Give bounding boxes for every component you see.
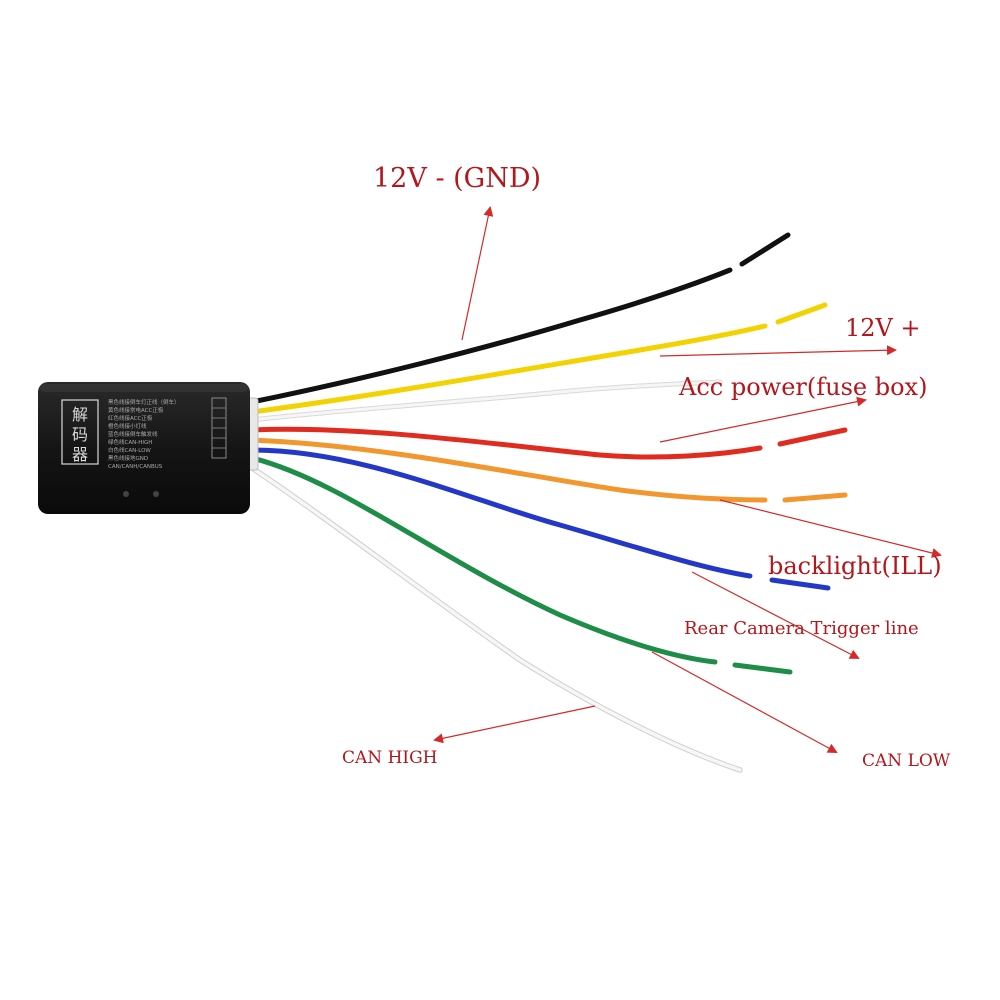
decoder-char-1: 解 [72, 405, 88, 424]
orange-wire-tip [782, 492, 848, 503]
decoder-line: 白色线CAN-LOW [108, 446, 151, 454]
screw-hole [153, 491, 159, 497]
green-wire [249, 455, 718, 665]
black-wire [249, 267, 733, 405]
decoder-char-frame [61, 399, 99, 465]
arrow-can-high [433, 705, 596, 744]
decoder-char-3: 器 [72, 445, 88, 464]
decoder-line: 橙色线接小灯线 [108, 422, 147, 430]
label-can-low: CAN LOW [862, 751, 951, 771]
red-wire-tip [777, 427, 848, 447]
red-wire [249, 426, 763, 460]
decoder-box: 解 码 器 黑色线接倒车灯正线（倒车） 黄色线接常电ACC正极 红色线接ACC正… [38, 382, 259, 514]
green-wire-tip [732, 662, 793, 675]
wires [249, 232, 848, 773]
decoder-line: 黑色线接倒车灯正线（倒车） [108, 398, 180, 406]
decoder-line: CAN/CANH/CANBUS [108, 464, 163, 470]
arrow-can-low [651, 651, 838, 753]
arrow-rear [691, 571, 860, 659]
screw-hole [123, 491, 129, 497]
decoder-char-2: 码 [72, 425, 88, 444]
orange-wire [249, 437, 768, 503]
decoder-line: 蓝色线接倒车触发线 [108, 430, 158, 438]
yellow-wire [249, 323, 768, 415]
blue-wire [249, 447, 753, 579]
label-acc: Acc power(fuse box) [678, 373, 927, 401]
label-plus: 12V + [845, 314, 921, 342]
blue-wire-tip [769, 577, 831, 591]
arrow-gnd [461, 206, 494, 341]
labels: 12V - (GND) 12V + Acc power(fuse box) ba… [342, 163, 951, 771]
label-rear-camera: Rear Camera Trigger line [684, 618, 919, 639]
white-wire [249, 465, 743, 773]
decoder-line: 黑色线接地GND [108, 454, 148, 462]
white-wire-core [250, 466, 742, 772]
black-wire-tip [739, 232, 791, 267]
white-upper-wire-core [250, 380, 722, 422]
decoder-label-lines: 黑色线接倒车灯正线（倒车） 黄色线接常电ACC正极 红色线接ACC正极 橙色线接… [108, 398, 180, 470]
label-backlight: backlight(ILL) [768, 552, 942, 580]
label-can-high: CAN HIGH [342, 748, 438, 768]
decoder-line: 绿色线CAN-HIGH [108, 438, 152, 446]
arrows [433, 206, 942, 753]
decoder-line: 黄色线接常电ACC正极 [108, 406, 164, 414]
arrow-acc [659, 396, 867, 443]
label-gnd: 12V - (GND) [373, 163, 541, 194]
yellow-wire-tip [775, 302, 828, 325]
decoder-line: 红色线接ACC正极 [108, 414, 153, 422]
arrow-backlight [719, 499, 942, 558]
arrow-plus [659, 345, 897, 357]
